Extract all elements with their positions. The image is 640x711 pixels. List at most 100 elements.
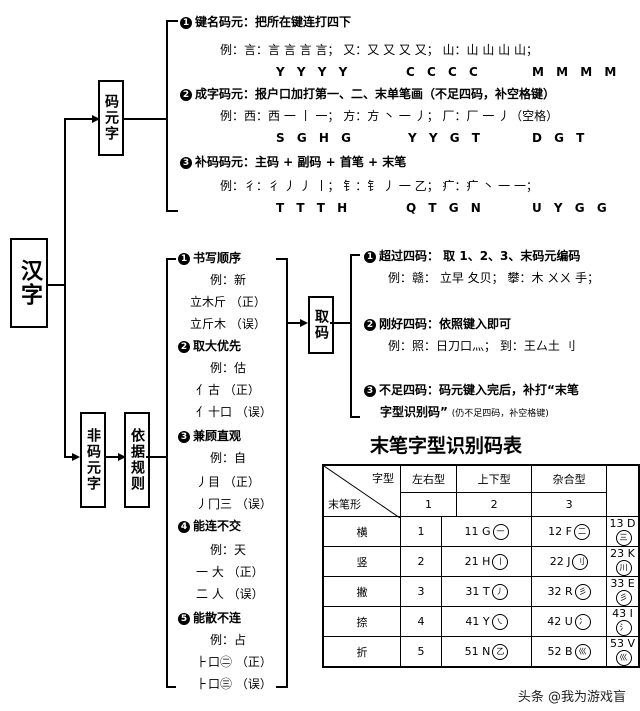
rule5-example: 例：占 [210,633,247,647]
stroke-mark-icon: 丿 [491,583,508,600]
code-cell: 41 Y㇏ [440,606,533,637]
row-num: 3 [400,576,442,607]
stroke-mark-icon: ㇏ [491,613,508,630]
stroke-mark-icon: 一 [492,523,509,540]
top-item2-code-1: S G H G [276,131,355,145]
code-cell: 23 K川 [606,546,640,577]
top-item1-example: 例：言：言 言 言 言； 又：又 又 又 又； 山：山 山 山 山； [220,43,538,57]
row-num: 4 [400,606,442,637]
stroke-mark-icon: 刂 [572,553,589,570]
top-item1-code-2: C C C C [406,65,482,79]
feimayuanzi-box: 非码元字 [80,412,106,508]
hanzi-stem [64,118,66,456]
col-num-1: 1 [399,491,458,518]
code-cell-text: 53 V [610,637,636,650]
rules-bracket-t2 [166,686,176,688]
quma-bracket-link [330,322,350,324]
code-cell-text: 41 Y [465,614,490,628]
top-item3-code-3: U Y G G [532,201,611,215]
code-cell-text: 31 T [465,584,490,598]
yijuguize-box: 依据规则 [124,412,150,508]
top-bracket-v [166,20,168,212]
yijuguize-label: 依据规则 [129,428,145,492]
hanzi-box: 汉字 [10,238,48,328]
code-cell-text: 13 D [609,517,636,530]
top-item2-example: 例：西：西 一 丨 一； 方：方 丶 一 丿； 厂：厂 一 丿（空格） [220,109,559,123]
header-mobi: 末笔形 [328,498,361,511]
quma-item3-line2: 字型识别码” (仍不足四码，补空格键) [380,404,549,422]
row-num: 5 [400,636,442,668]
rule4-wrong: 二 人 （误） [196,587,264,601]
top-branch-arrow [92,115,100,123]
quma-bracket-t2 [350,416,360,418]
top-item1-code-3: M M M M [532,65,621,79]
stroke-mark-icon: 巛 [574,643,591,660]
code-cell-text: 21 H [464,554,491,568]
code-cell: 43 I氵 [606,606,640,637]
rule3-right: 丿目 （正） [196,475,260,489]
code-cell-text: 43 I [612,607,633,620]
top-bracket-link [122,118,166,120]
quma-item3-line2-text: 字型识别码” [380,405,448,419]
rule1-right: 立木斤 （正） [190,295,266,309]
stroke-mark-icon: 乙 [492,643,509,660]
col-num-3: 3 [531,491,608,518]
rule1-example: 例：新 [210,273,247,287]
rules-bracket-right [286,258,288,688]
code-cell-text: 23 K [610,547,635,560]
rule4-example: 例：天 [210,543,247,557]
stroke-mark-icon: 冫 [574,613,591,630]
header-zixing: 字型 [372,472,394,485]
bottom-branch-arrow [72,453,80,461]
stroke-mark-icon: 彡 [574,583,591,600]
stroke-mark-icon: 丨 [492,553,509,570]
col-shangxia: 上下型 [456,464,533,493]
rules-bracket-v [166,258,168,688]
top-item1-code-1: Y Y Y Y [276,65,352,79]
quma-item1-example: 例：赣： 立早 夂贝； 攀：木 ㄨㄨ 手； [388,271,600,285]
stroke-mark-icon: 三 [615,530,632,546]
row-stroke: 折 [322,636,401,668]
quma-bracket-v [350,254,352,418]
quma-bracket-t1 [350,254,360,256]
row-stroke: 竖 [322,546,401,577]
rule3-example: 例：自 [210,451,247,465]
code-cell: 53 V巛 [606,636,640,668]
code-cell: 13 D三 [606,516,640,547]
hanzi-label: 汉字 [17,259,42,307]
fei-to-yiju [104,456,122,458]
table-title: 末笔字型识别码表 [370,435,523,457]
code-cell: 33 E彡 [606,576,640,607]
code-cell-text: 51 N [464,644,491,658]
code-cell-text: 12 F [548,524,572,538]
feimayuanzi-label: 非码元字 [85,428,101,492]
row-stroke: 横 [322,516,401,547]
top-item3-example: 例：彳：彳 丿 丿 丨； 钅：钅 丿 一 乙； 疒：疒 丶 一 一； [220,179,538,193]
fei-to-yiju-arrow [118,453,126,461]
top-item3-code-1: T T T H [276,201,352,215]
top-item2-code-3: D G T [532,131,589,145]
col-num-2: 2 [456,491,533,518]
rules-bracket-t1 [166,258,176,260]
row-num: 1 [400,516,442,547]
hanzi-connector [46,284,64,286]
rules-bracket-rt2 [276,686,286,688]
stroke-mark-icon: 巛 [615,650,632,666]
rule5-wrong: ⺊口㊂ （误） [196,677,272,691]
top-bracket-t2 [166,210,178,212]
